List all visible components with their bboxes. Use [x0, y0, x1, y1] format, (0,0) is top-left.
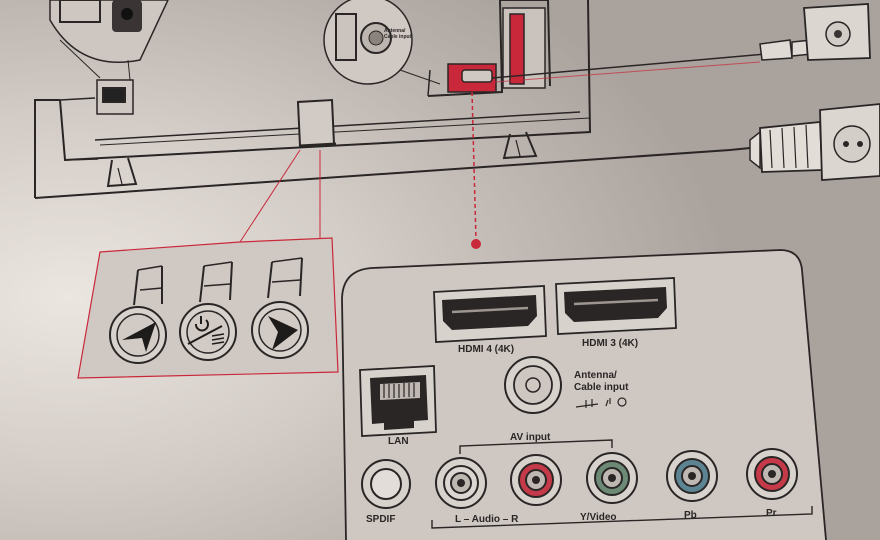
antenna-cable-and-wall-socket [491, 3, 871, 83]
lan-port [359, 365, 437, 437]
pr-label: Pr [766, 508, 777, 519]
lan-label: LAN [388, 436, 409, 447]
inset-antenna-label-line2: Cable input [384, 34, 412, 40]
rca-audio-left-port [435, 457, 487, 509]
rca-pr-port [746, 448, 798, 500]
antenna-label-line2: Cable input [574, 382, 629, 393]
antenna-label-line1: Antenna/ [574, 370, 617, 381]
hdmi3-label: HDMI 3 (4K) [582, 338, 639, 349]
rca-audio-right-port [510, 454, 562, 506]
av-input-bracket [459, 439, 613, 454]
audio-label: L – Audio – R [455, 514, 519, 525]
yvideo-label: Y/Video [580, 512, 617, 523]
stick-button-right [251, 257, 309, 359]
stick-button-left [109, 265, 167, 364]
antenna-cable-icon [575, 397, 627, 408]
inset-antenna-label-line1: Antenna/ [384, 28, 406, 34]
antenna-coax-port [504, 356, 562, 414]
red-leader-line [471, 91, 481, 249]
pb-label: Pb [684, 510, 697, 521]
spdif-port [361, 459, 411, 509]
antenna-magnifier [323, 0, 441, 85]
stick-button-power-menu [179, 261, 237, 361]
spdif-label: SPDIF [366, 514, 396, 525]
hdmi4-port [433, 285, 547, 343]
power-plug-and-socket [729, 103, 880, 181]
rca-yvideo-port [586, 452, 638, 504]
hdmi4-label: HDMI 4 (4K) [458, 344, 515, 355]
av-input-label: AV input [510, 432, 551, 443]
component-bracket [431, 506, 813, 529]
tv-back-drawing [34, 0, 731, 199]
power-inlet-magnifier [49, 0, 169, 81]
rca-pb-port [666, 450, 718, 502]
side-connector-panel [427, 0, 551, 97]
hdmi3-port [555, 277, 677, 335]
